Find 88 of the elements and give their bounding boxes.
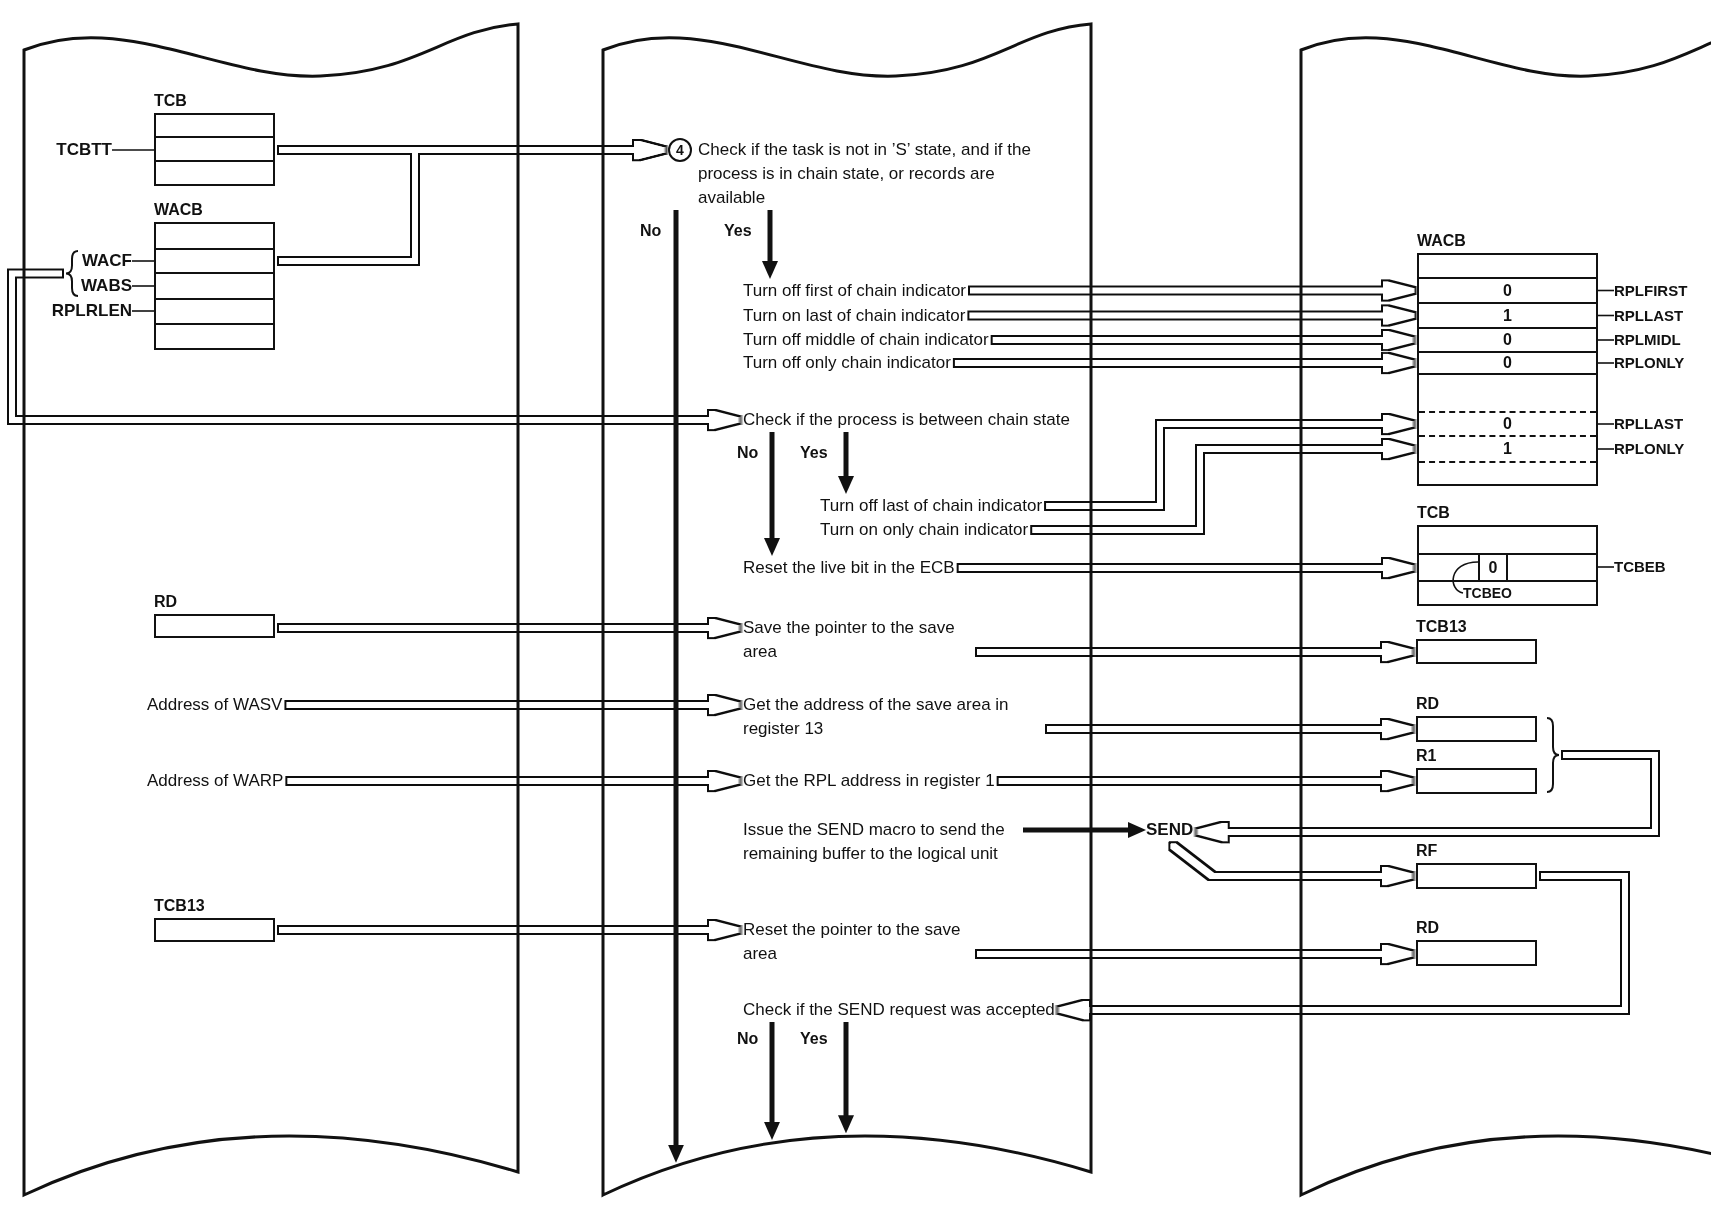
field-value: 1 [1503,439,1512,459]
double-arrow [959,560,1414,576]
process-step: Check if the process is between chain state [743,408,1070,432]
arrow [764,432,780,556]
table-heading: TCB13 [154,897,205,915]
table-heading: RD [154,593,178,611]
field-name: TCBEO [1463,582,1512,604]
process-step: Check if the SEND request was accepted [743,998,1055,1022]
table-heading: RD [1416,695,1440,713]
field-value: 0 [1503,330,1512,350]
leader-line [1452,561,1479,594]
process-step: Get the address of the save area in register 13 [743,693,1043,741]
field-name: RPLONLY [1614,353,1685,373]
double-arrow [978,946,1413,962]
double-arrow [11,272,740,428]
address-label: Address of WARP [147,769,284,793]
leader-line [1597,339,1615,341]
table-heading: WACB [1417,232,1466,250]
process-step: Reset the live bit in the ECB [743,556,955,580]
table-heading: TCB [154,92,187,110]
field-name: RPLRLEN [30,299,132,323]
leader-line [131,260,155,262]
macro-name: SEND [1146,818,1194,842]
arrow [838,1022,854,1134]
bit-field: 0 [1478,554,1508,581]
table-heading: RF [1416,842,1438,860]
leader-line [1597,362,1615,364]
table-heading: WACB [154,201,203,219]
field-name: TCBEB [1614,557,1666,577]
double-arrow [1048,721,1413,737]
step-number: 4 [668,138,692,162]
process-step: Issue the SEND macro to send the remaining buffer to the logical unit [743,818,1023,866]
field-name: RPLLAST [1614,414,1684,434]
table-heading: TCB [1417,504,1450,522]
double-arrow [978,644,1413,660]
process-step: Save the pointer to the save area [743,616,973,664]
leader-line [131,285,155,287]
leader-line [1597,566,1615,568]
arrow [764,1022,780,1140]
process-step: Check if the task is not in ’S’ state, and if the process is in chain state, or records are available [698,138,1043,210]
double-arrow [971,283,1414,298]
arrow [668,210,684,1163]
leader-line [1597,423,1615,425]
double-arrow [280,142,665,262]
field-name: RPLMIDL [1614,330,1681,350]
leader-line [1597,289,1615,292]
leader-line [1597,448,1615,450]
field-value: 0 [1503,353,1512,373]
process-step: Turn off first of chain indicator [743,279,966,303]
table-heading: RD [1416,919,1440,937]
process-step: Turn off middle of chain indicator [743,328,989,352]
process-step: Turn on last of chain indicator [743,304,966,328]
field-value: 0 [1503,281,1512,301]
double-arrow [1058,875,1626,1018]
field-name: TCBTT [40,138,112,162]
field-name: WABS [80,274,132,298]
field-value: 0 [1503,414,1512,434]
table-heading: R1 [1416,747,1437,765]
field-name: RPLFIRST [1614,281,1688,301]
field-name: WACF [80,249,132,273]
double-arrow [955,355,1414,371]
leader-line [131,310,155,312]
process-step: Turn on only chain indicator [820,518,1029,542]
field-name: RPLLAST [1614,306,1684,326]
field-value: 1 [1503,306,1512,326]
double-arrow [288,773,740,789]
double-arrow [280,620,740,636]
double-arrow [287,697,740,713]
process-step: Turn off only chain indicator [743,351,951,375]
arrow [1023,822,1146,838]
double-arrow [999,773,1413,789]
double-arrow [970,308,1414,323]
double-arrow [993,332,1414,348]
double-arrow [1047,416,1414,507]
process-step: Turn off last of chain indicator [820,494,1043,518]
arrow [838,432,854,494]
table-heading: TCB13 [1416,618,1467,636]
address-label: Address of WASV [147,693,283,717]
process-step: Get the RPL address in register 1 [743,769,995,793]
leader-line [1597,314,1615,317]
double-arrow [1196,754,1656,840]
field-name: RPLONLY [1614,439,1685,459]
process-step: Reset the pointer to the save area [743,918,973,966]
arrow [762,210,778,279]
double-arrow [1033,441,1414,531]
double-arrow [280,922,740,938]
double-arrow [1171,844,1413,884]
leader-line [111,149,155,151]
